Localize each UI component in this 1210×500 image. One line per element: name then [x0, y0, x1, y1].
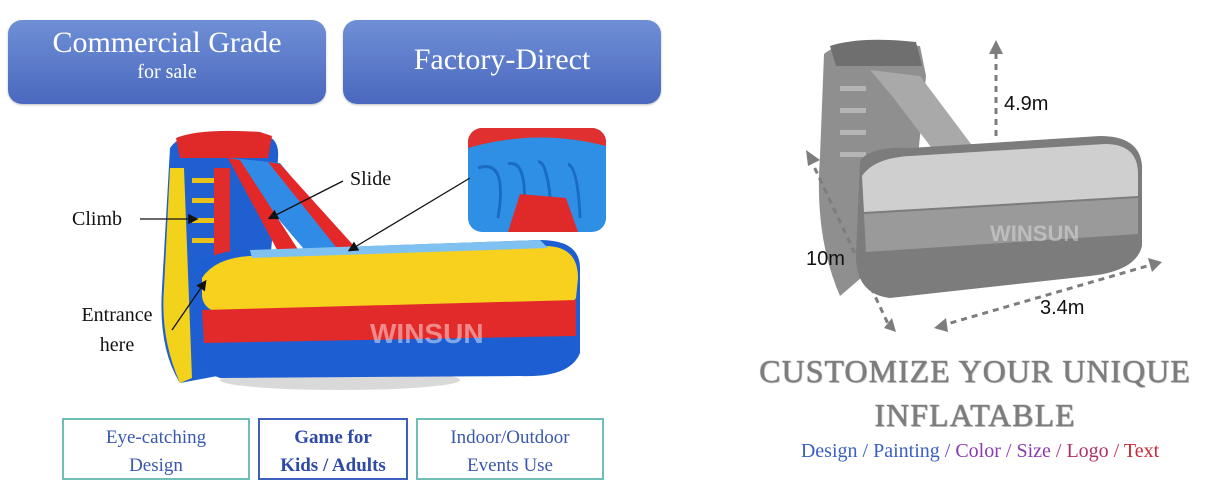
dimension-width: 3.4m: [1040, 297, 1085, 319]
commercial-grade-badge: Commercial Grade for sale: [8, 20, 326, 104]
badge-title: Commercial Grade: [52, 26, 282, 59]
customize-headline-line2: INFLATABLE: [874, 397, 1076, 433]
option-separator: /: [862, 440, 869, 462]
option-painting: Painting: [873, 440, 940, 462]
option-separator: /: [1055, 440, 1062, 462]
entrance-line1: Entrance: [81, 304, 153, 326]
callout-arrows: [140, 177, 471, 331]
water-slide-image: WINSUN: [161, 130, 580, 390]
factory-direct-badge: Factory-Direct: [343, 20, 661, 104]
grayscale-slide-image: WINSUN: [806, 39, 1162, 332]
feature-line1: Indoor/Outdoor: [450, 427, 570, 448]
customization-options: Design / Painting / Color / Size / Logo …: [745, 440, 1210, 463]
option-text: Text: [1123, 440, 1160, 462]
dimension-height: 4.9m: [1004, 93, 1049, 115]
watermark-text: WINSUN: [370, 318, 484, 349]
option-separator: /: [1005, 440, 1012, 462]
option-design: Design: [800, 440, 858, 462]
feature-line2: Design: [129, 455, 183, 476]
entrance-callout: Entrance here: [72, 302, 162, 358]
customize-headline-line1: CUSTOMIZE YOUR UNIQUE: [759, 353, 1191, 389]
option-size: Size: [1016, 440, 1051, 462]
dimension-length: 10m: [806, 248, 845, 270]
badge-subtitle: for sale: [137, 61, 197, 83]
feature-line1: Eye-catching: [105, 427, 207, 448]
option-separator: /: [1113, 440, 1120, 462]
entrance-line2: here: [99, 334, 135, 356]
climb-callout: Climb: [72, 208, 123, 230]
pool-inset-image: [468, 128, 606, 232]
option-separator: /: [944, 440, 951, 462]
feature-kids-adults: Game for Kids / Adults: [258, 418, 408, 480]
option-color: Color: [955, 440, 1001, 462]
feature-line1: Game for: [294, 427, 372, 448]
feature-eye-catching: Eye-catching Design: [62, 418, 250, 480]
feature-line2: Kids / Adults: [280, 455, 386, 476]
option-logo: Logo: [1066, 440, 1109, 462]
feature-line2: Events Use: [466, 455, 553, 476]
feature-indoor-outdoor: Indoor/Outdoor Events Use: [416, 418, 604, 480]
slide-callout: Slide: [350, 168, 392, 190]
badge-title: Factory-Direct: [413, 43, 591, 76]
watermark-text-gray: WINSUN: [990, 221, 1079, 246]
